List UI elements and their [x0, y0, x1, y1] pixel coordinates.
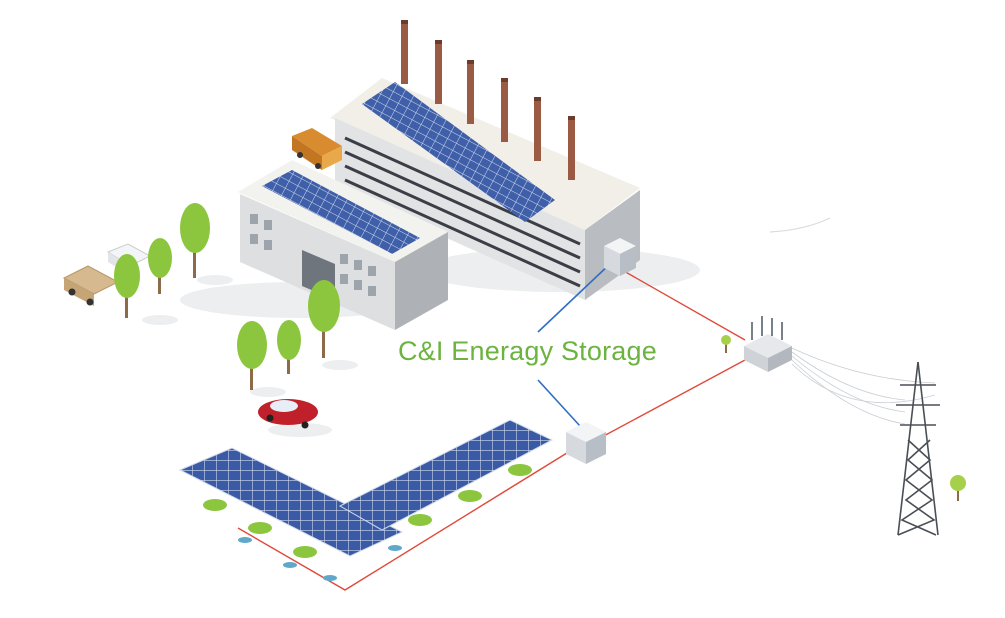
solar-carport	[178, 419, 554, 581]
carport-left-wing	[178, 447, 404, 557]
truck	[292, 128, 342, 170]
chimneys	[401, 22, 575, 180]
carport-right-wing	[338, 419, 554, 531]
transmission-tower	[896, 361, 940, 536]
substation	[744, 316, 792, 372]
car-red	[258, 399, 318, 429]
transmission-wires	[791, 347, 936, 425]
storage-label: C&I Eneragy Storage	[398, 336, 657, 366]
factory-roof-solar	[362, 82, 555, 222]
office-roof-solar	[262, 170, 420, 254]
trees	[114, 203, 966, 501]
office-building	[238, 160, 448, 330]
car-tan	[62, 265, 120, 306]
storage-cabinet-factory	[604, 238, 636, 276]
horizon-arc	[769, 217, 831, 233]
grid-power-lines	[237, 261, 746, 591]
signal-lines	[537, 261, 613, 427]
storage-cabinet-carport	[566, 422, 606, 464]
